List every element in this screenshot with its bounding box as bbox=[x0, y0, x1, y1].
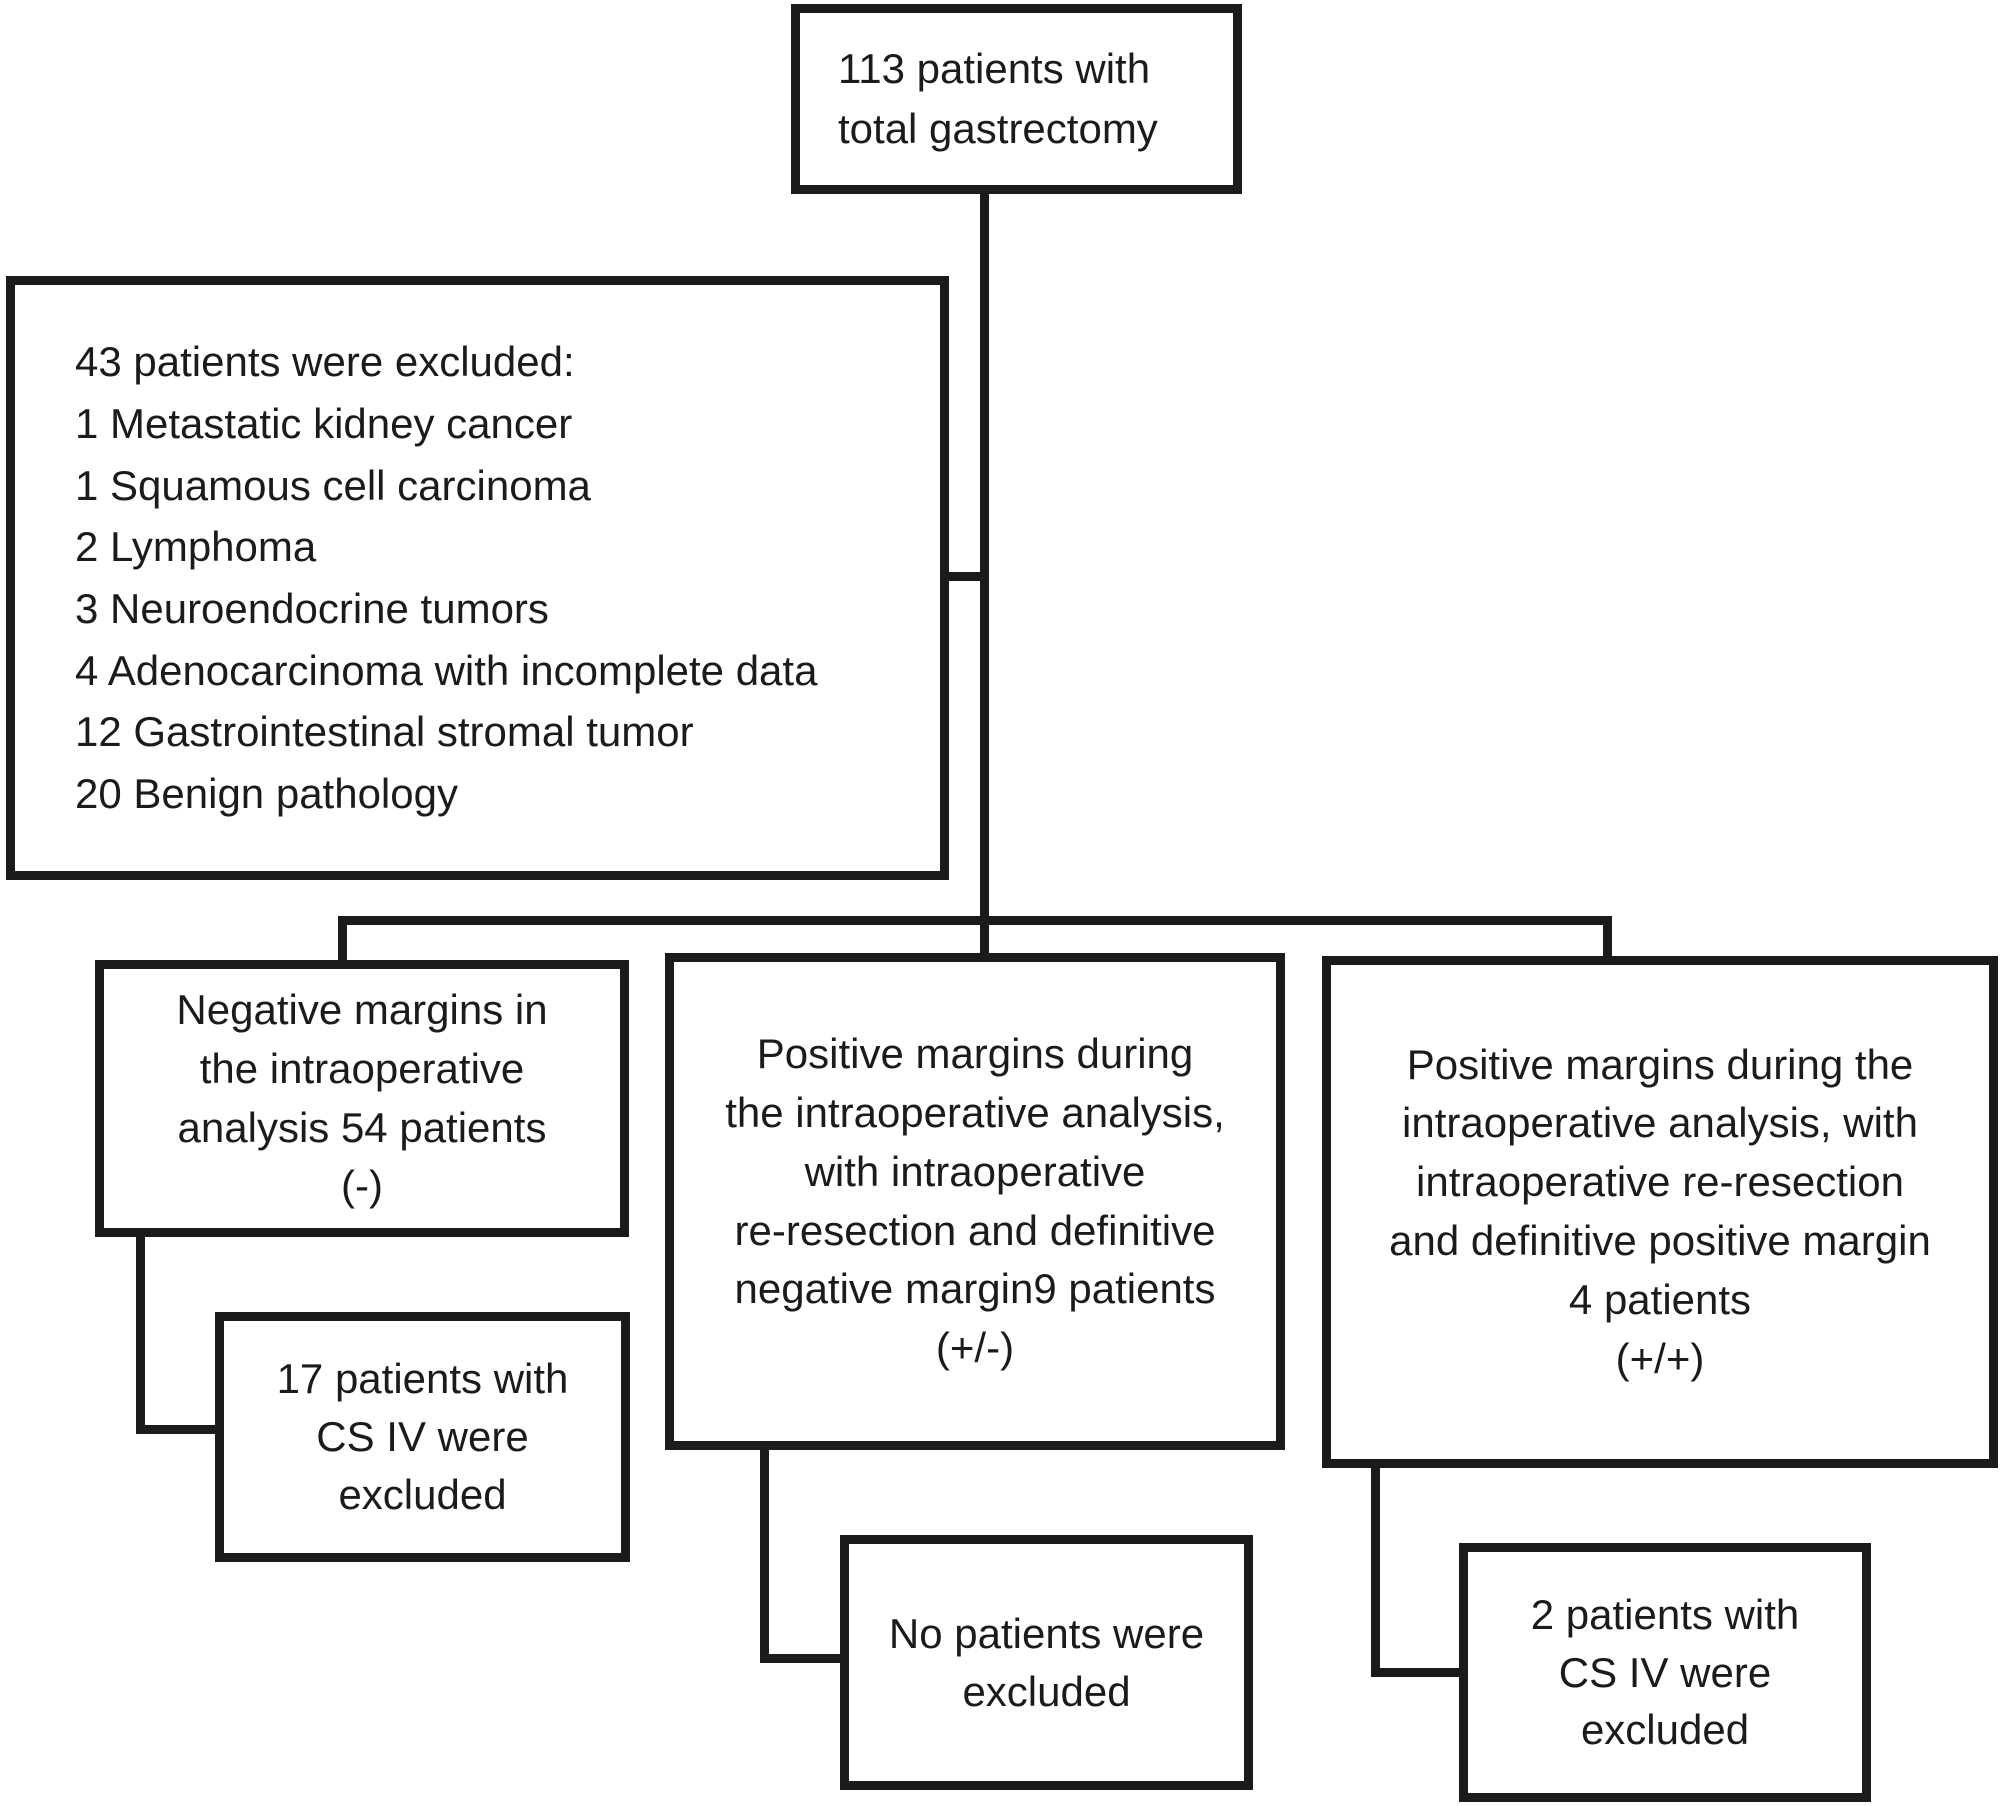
connector-branch-line bbox=[338, 916, 1612, 925]
node-excluded-17-cs4: 17 patients with CS IV were excluded bbox=[215, 1312, 630, 1562]
connector-branch-drop-right bbox=[1603, 916, 1612, 960]
connector-branch-drop-left bbox=[338, 916, 347, 964]
connector-excludednone-horizontal bbox=[760, 1654, 844, 1663]
node-excluded-none: No patients were excluded bbox=[840, 1535, 1253, 1790]
node-total-gastrectomy: 113 patients with total gastrectomy bbox=[791, 4, 1242, 194]
node-negative-margins-label: Negative margins in the intraoperative a… bbox=[176, 985, 548, 1210]
connector-excluded17-horizontal bbox=[136, 1425, 219, 1434]
node-excluded-patients: 43 patients were excluded: 1 Metastatic … bbox=[6, 276, 949, 880]
node-positive-positive-margins-label: Positive margins during the intraoperati… bbox=[1389, 1040, 1931, 1382]
node-excluded-patients-label: 43 patients were excluded: 1 Metastatic … bbox=[75, 338, 818, 818]
node-excluded-2-cs4-label: 2 patients with CS IV were excluded bbox=[1530, 1590, 1800, 1754]
node-positive-positive-margins: Positive margins during the intraoperati… bbox=[1322, 956, 1998, 1468]
node-excluded-17-cs4-label: 17 patients with CS IV were excluded bbox=[276, 1355, 569, 1518]
connector-exclusion-tick bbox=[946, 572, 989, 581]
node-negative-margins: Negative margins in the intraoperative a… bbox=[95, 960, 629, 1237]
connector-excluded2-horizontal bbox=[1371, 1668, 1463, 1677]
node-total-gastrectomy-label: 113 patients with total gastrectomy bbox=[838, 45, 1158, 152]
connector-excludednone-vertical bbox=[760, 1446, 769, 1663]
connector-excluded17-vertical bbox=[136, 1233, 145, 1434]
node-positive-negative-margins: Positive margins during the intraoperati… bbox=[665, 953, 1285, 1450]
connector-excluded2-vertical bbox=[1371, 1464, 1380, 1677]
node-excluded-2-cs4: 2 patients with CS IV were excluded bbox=[1459, 1543, 1871, 1802]
node-excluded-none-label: No patients were excluded bbox=[888, 1609, 1205, 1715]
node-positive-negative-margins-label: Positive margins during the intraoperati… bbox=[725, 1030, 1225, 1372]
